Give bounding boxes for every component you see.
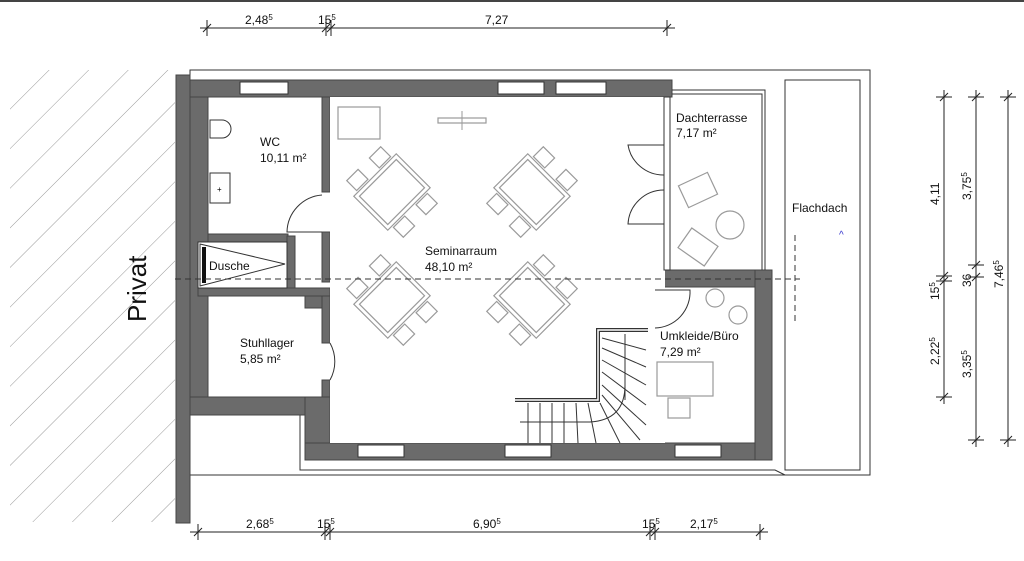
dusche: Dusche [197,241,288,289]
svg-text:36: 36 [960,273,974,287]
svg-text:7,465: 7,465 [992,260,1006,288]
toilet-icon [209,119,232,139]
seminarraum-area: 48,10 m² [425,260,472,274]
svg-text:2,175: 2,175 [690,517,718,531]
staircase [515,328,648,444]
svg-text:3,355: 3,355 [960,350,974,378]
svg-text:6,905: 6,905 [473,517,501,531]
slope-arrow-icon: ^ [839,230,844,241]
wc-area: 10,11 m² [260,151,306,165]
svg-text:2,685: 2,685 [246,517,274,531]
umkleide-name: Umkleide/Büro [660,329,739,343]
desk-with-chair [656,361,714,419]
lounge-chairs [677,171,745,267]
svg-text:155: 155 [928,282,942,300]
svg-text:4,11: 4,11 [928,182,942,205]
cabinet [337,106,381,140]
windows [239,81,722,458]
dachterrasse-name: Dachterrasse [676,111,748,125]
stuhllager-name: Stuhllager [240,336,294,350]
terrace-glazing [663,89,766,271]
svg-text:155: 155 [642,517,660,531]
umkleide-area: 7,29 m² [660,345,701,359]
stuhllager-area: 5,85 m² [240,352,281,366]
flachdach-name: Flachdach [792,201,847,215]
svg-text:2,225: 2,225 [928,337,942,365]
ceiling-light-icons [705,288,748,325]
doors [286,144,691,381]
neighbor-area-privat: Privat [10,70,175,522]
svg-text:+: + [217,185,222,194]
svg-text:155: 155 [318,13,336,27]
projector-icon [437,111,487,130]
svg-text:3,755: 3,755 [960,172,974,200]
svg-text:7,27: 7,27 [485,13,509,27]
dimension-top: 2,485 155 7,27 [200,13,675,36]
flachdach-area [784,79,861,471]
dimension-bottom: 2,685 155 6,905 155 2,175 [190,517,768,540]
dimension-right: 4,11 155 2,225 3,755 36 3,355 7,465 [928,90,1016,447]
seminarraum-name: Seminarraum [425,244,497,258]
svg-text:2,485: 2,485 [245,13,273,27]
svg-text:155: 155 [317,517,335,531]
dusche-label: Dusche [209,259,250,273]
washbasin-icon: + [209,172,231,204]
wc-name: WC [260,135,280,149]
privat-label: Privat [122,255,152,322]
dachterrasse-area: 7,17 m² [676,126,717,140]
